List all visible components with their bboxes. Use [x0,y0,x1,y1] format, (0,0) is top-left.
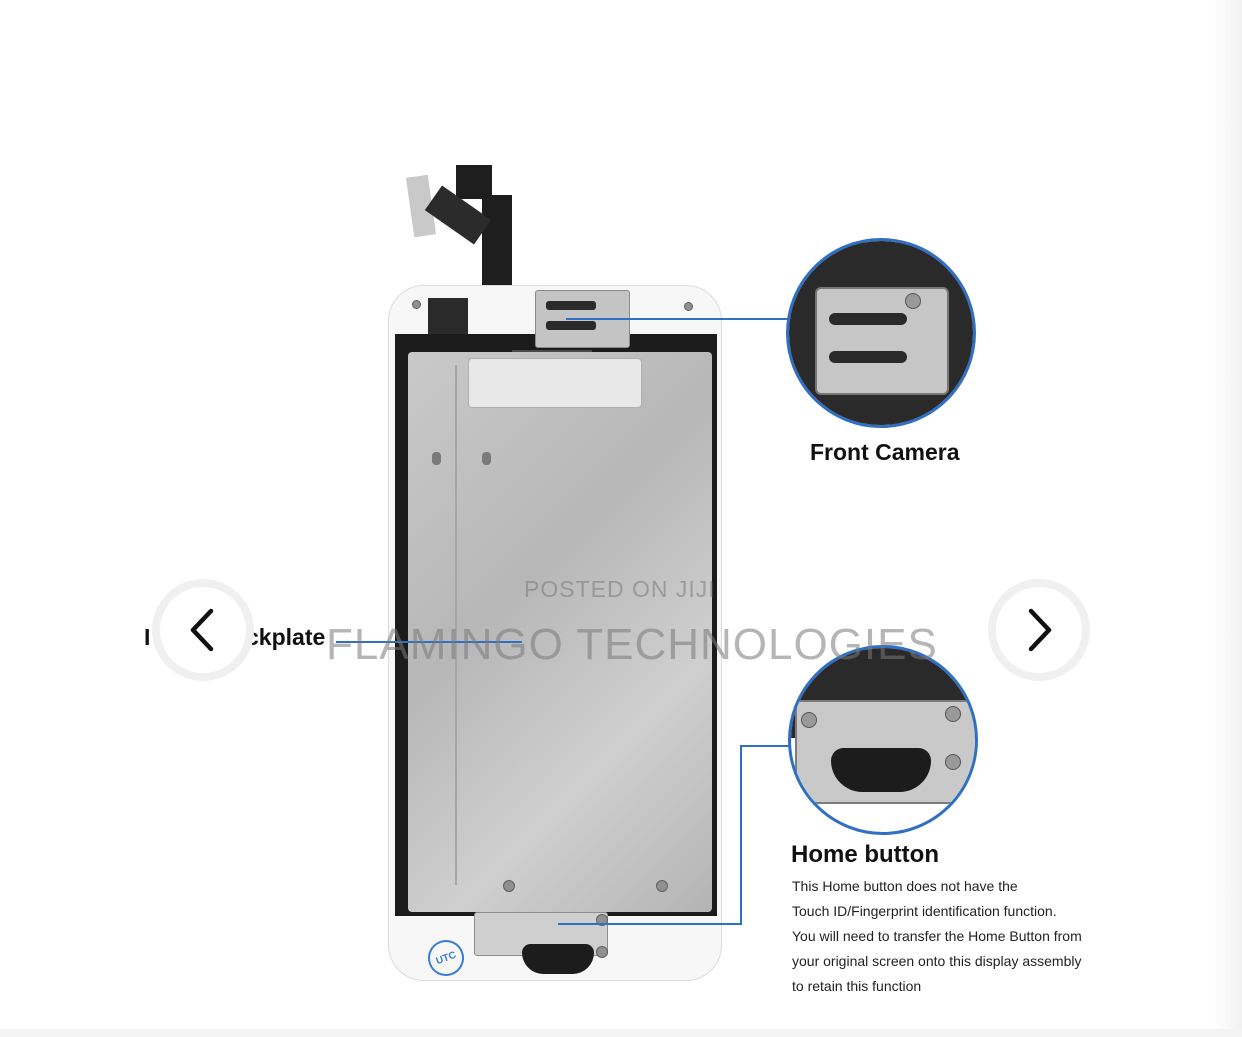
watermark-seller-name: FLAMINGO TECHNOLOGIES [326,620,938,669]
plate-screw [412,300,421,309]
home-button-leader-line [740,745,790,747]
flex-cable [456,165,492,199]
previous-image-button[interactable] [152,579,254,681]
backplate-leader-line [336,641,522,643]
plate-hole [432,452,441,465]
home-button-leader-line [740,745,742,925]
home-button-description-line: Touch ID/Fingerprint identification func… [792,903,1057,919]
front-camera-leader-line [566,318,788,320]
plate-screw [684,302,693,311]
lcd-backplate [408,352,712,912]
utc-stamp-text: UTC [434,949,458,967]
next-image-button[interactable] [988,579,1090,681]
zoom-screw [905,293,921,309]
a9-chip [428,298,468,334]
home-button-description-line: to retain this function [792,978,922,994]
zoom-screw [801,712,817,728]
camera-slot [546,301,596,310]
front-camera-zoom-circle [786,238,976,428]
home-button-zoom-circle [788,645,978,835]
backplate-label-leading: I [144,624,151,650]
backplate-cutout [468,358,642,408]
home-button-opening [522,944,594,974]
zoom-camera-slot [829,313,907,325]
zoom-camera-bracket [815,287,949,395]
home-button-label: Home button [791,841,939,868]
home-button-leader-line [558,923,740,925]
backplate-seam [455,365,457,885]
page-edge-shade [1212,0,1242,1037]
bracket-screw [596,946,608,958]
zoom-screw [945,706,961,722]
watermark-posted-on: POSTED ON JIJI [524,576,716,602]
page-bottom-edge [0,1029,1242,1037]
camera-slot [546,321,596,330]
plate-hole [482,452,491,465]
zoom-camera-slot [829,351,907,363]
home-button-description-line: You will need to transfer the Home Butto… [792,928,1082,944]
home-button-description-line: your original screen onto this display a… [792,953,1082,969]
plate-screw [656,880,668,892]
home-button-description-line: This Home button does not have the [792,878,1018,894]
chevron-right-icon [1028,608,1052,652]
front-camera-label: Front Camera [810,439,960,465]
backplate-label: ckplate [246,624,326,650]
chevron-left-icon [190,608,214,652]
plate-screw [503,880,515,892]
zoom-home-opening [831,748,931,792]
zoom-screw [945,754,961,770]
